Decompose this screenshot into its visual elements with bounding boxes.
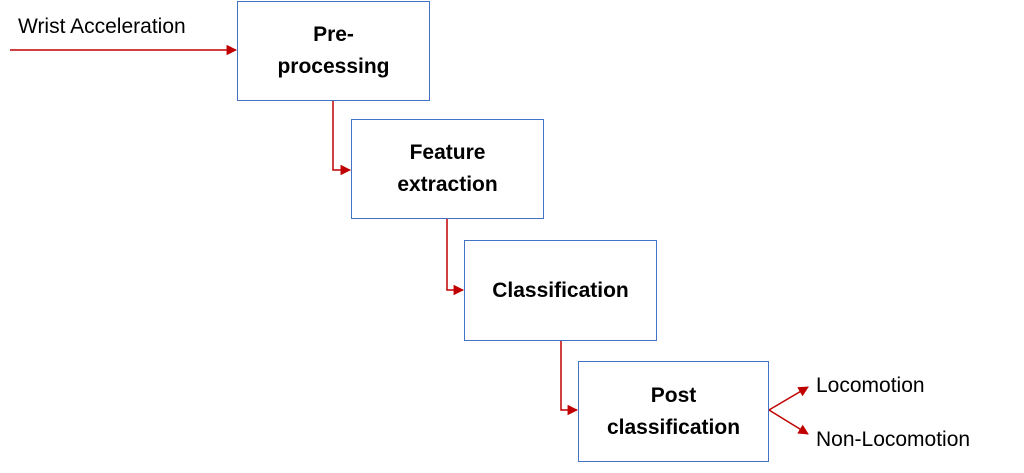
connector-2-3 xyxy=(446,219,465,296)
step-post-classification: Post classification xyxy=(578,361,769,462)
step-feature-extraction: Feature extraction xyxy=(351,119,544,219)
step-preprocessing-line1: Pre- xyxy=(313,23,354,46)
output-label-non-locomotion: Non-Locomotion xyxy=(816,428,971,451)
output-arrow-locomotion xyxy=(768,386,809,411)
step-feature-extraction-line2: extraction xyxy=(397,173,498,196)
step-feature-extraction-line1: Feature xyxy=(409,141,486,164)
step-classification: Classification xyxy=(464,240,657,341)
step-preprocessing-line2: processing xyxy=(277,55,390,78)
step-post-classification-line1: Post xyxy=(650,383,697,407)
input-label: Wrist Acceleration xyxy=(18,15,186,38)
step-classification-label: Classification xyxy=(492,278,629,302)
step-preprocessing: Pre- processing xyxy=(237,1,430,101)
output-arrow-non-locomotion xyxy=(768,409,809,435)
output-label-locomotion: Locomotion xyxy=(816,374,925,397)
connector-1-2 xyxy=(332,101,352,176)
connector-3-4 xyxy=(560,341,579,416)
step-post-classification-line2: classification xyxy=(606,415,741,439)
